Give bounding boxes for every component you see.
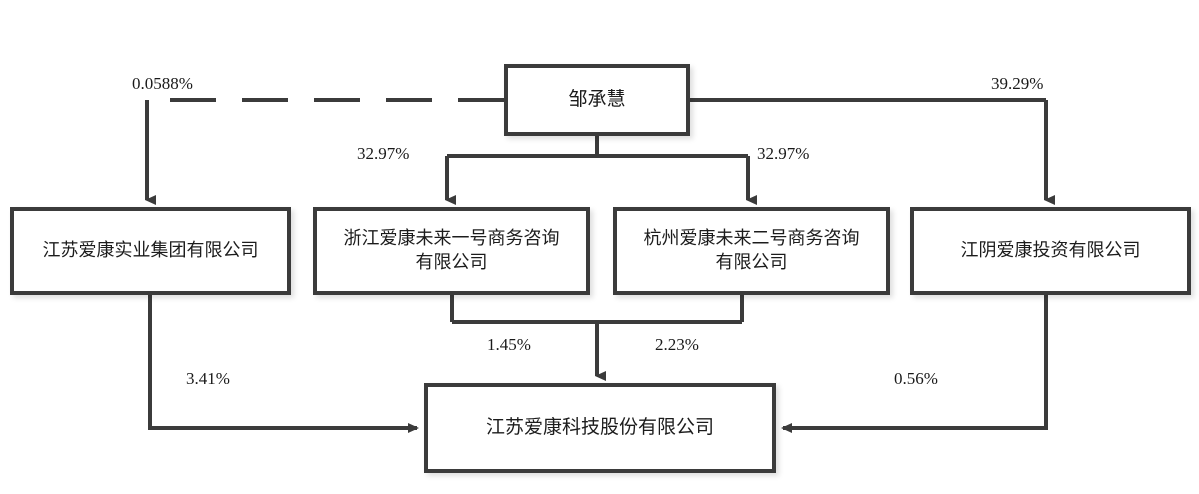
node-sub1-label: 江苏爱康实业集团有限公司 [42, 240, 259, 261]
node-jiangyin-aikang-investment[interactable]: 江阴爱康投资有限公司 [910, 207, 1191, 295]
edge-person-to-sub4 [690, 98, 1055, 205]
node-jiangsu-aikang-industrial-group[interactable]: 江苏爱康实业集团有限公司 [10, 207, 291, 295]
edge-label-person-to-sub1: 0.0588% [132, 74, 193, 93]
edge-label-sub1-to-listco: 3.41% [186, 369, 230, 388]
edge-person-to-sub2-sub3 [445, 136, 757, 205]
edge-person-to-sub1 [145, 98, 504, 205]
edge-label-person-to-sub4: 39.29% [991, 74, 1044, 93]
node-sub4-label: 江阴爱康投资有限公司 [960, 240, 1141, 261]
node-person[interactable]: 邹承慧 [504, 64, 690, 136]
node-sub2-label: 浙江爱康未来一号商务咨询 有限公司 [343, 228, 560, 272]
edge-label-sub4-to-listco: 0.56% [894, 369, 938, 388]
edge-label-person-to-sub3: 32.97% [757, 144, 810, 163]
node-jiangsu-akcome-technology[interactable]: 江苏爱康科技股份有限公司 [424, 383, 776, 473]
edge-label-sub3-to-listco: 2.23% [655, 335, 699, 354]
node-zhejiang-aikang-future-no1-consulting[interactable]: 浙江爱康未来一号商务咨询 有限公司 [313, 207, 590, 295]
node-hangzhou-aikang-future-no2-consulting[interactable]: 杭州爱康未来二号商务咨询 有限公司 [613, 207, 890, 295]
edge-label-person-to-sub2: 32.97% [357, 144, 410, 163]
edge-label-sub2-to-listco: 1.45% [487, 335, 531, 354]
node-person-label: 邹承慧 [568, 89, 626, 111]
node-sub3-label: 杭州爱康未来二号商务咨询 有限公司 [643, 228, 860, 272]
edge-sub4-to-listco [781, 295, 1048, 433]
node-listco-label: 江苏爱康科技股份有限公司 [485, 417, 714, 439]
edge-sub1-to-listco [148, 295, 419, 433]
